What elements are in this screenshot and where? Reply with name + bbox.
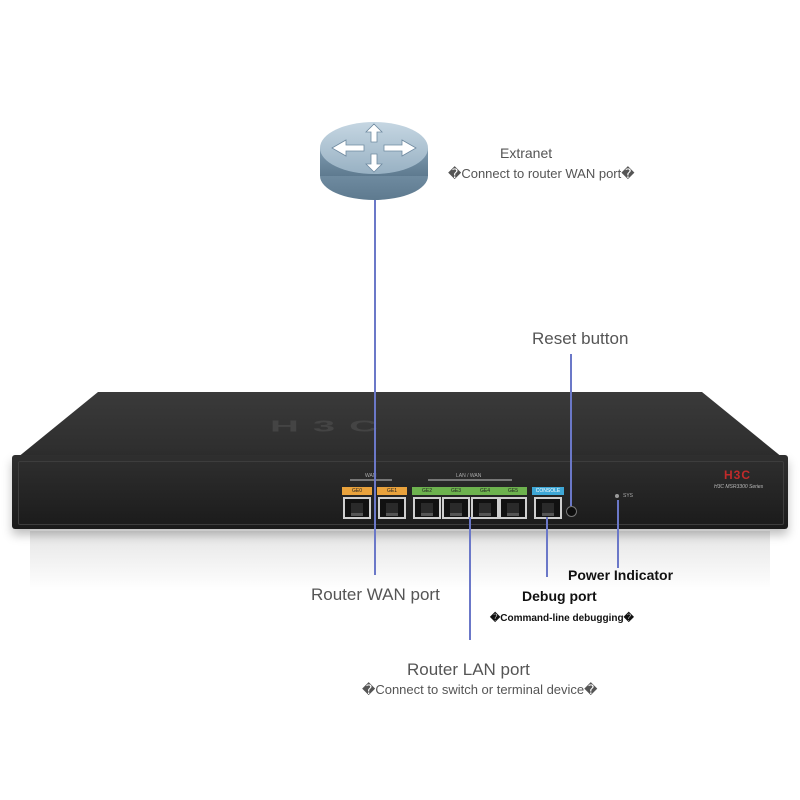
wan-port-ge1[interactable] (378, 497, 406, 519)
router-icon (320, 122, 428, 200)
leader-line-reset (570, 354, 572, 506)
lan-group-bar (428, 479, 512, 481)
port-tag-ge1: GE1 (377, 487, 407, 495)
lan-port-ge3[interactable] (442, 497, 470, 519)
leader-line-debug (546, 517, 548, 577)
port-tag-ge2: GE2 (412, 487, 442, 495)
device-top-logo: H3C (270, 417, 393, 436)
port-tag-ge4: GE4 (470, 487, 500, 495)
router-arrows-icon (331, 123, 417, 173)
port-tag-ge0: GE0 (342, 487, 372, 495)
sys-led-label: SYS (623, 493, 634, 499)
port-tag-ge5: GE5 (499, 487, 527, 495)
reset-button-label: Reset button (532, 329, 629, 348)
debug-port-sublabel: �Command-line debugging� (490, 613, 634, 624)
power-indicator-led (615, 494, 619, 498)
wan-group-label: WAN (365, 473, 377, 479)
lan-port-sublabel: �Connect to switch or terminal device� (362, 682, 598, 697)
wan-group-bar (350, 479, 392, 481)
lan-port-ge5[interactable] (499, 497, 527, 519)
wan-port-ge0[interactable] (343, 497, 371, 519)
console-port[interactable] (534, 497, 562, 519)
reset-button[interactable] (566, 506, 577, 517)
lan-port-ge2[interactable] (413, 497, 441, 519)
port-tag-console: CONSOLE (532, 487, 564, 495)
lan-port-label: Router LAN port (407, 660, 530, 679)
series-label: H3C MSR3300 Series (714, 484, 764, 490)
device-reflection (30, 531, 770, 591)
extranet-title: Extranet (500, 145, 553, 161)
debug-port-label: Debug port (522, 588, 597, 604)
port-tag-ge3: GE3 (441, 487, 471, 495)
leader-line-lan (469, 517, 471, 640)
device-front-bevel (18, 461, 784, 525)
power-indicator-label: Power Indicator (568, 567, 674, 583)
extranet-subtitle: �Connect to router WAN port� (448, 166, 635, 181)
leader-line-power (617, 500, 619, 568)
lan-group-label: LAN / WAN (456, 473, 482, 479)
lan-port-ge4[interactable] (471, 497, 499, 519)
device-top-panel (12, 392, 788, 462)
wan-port-label: Router WAN port (311, 585, 440, 604)
leader-line-extranet (374, 200, 376, 575)
brand-logo: H3C (724, 468, 752, 482)
